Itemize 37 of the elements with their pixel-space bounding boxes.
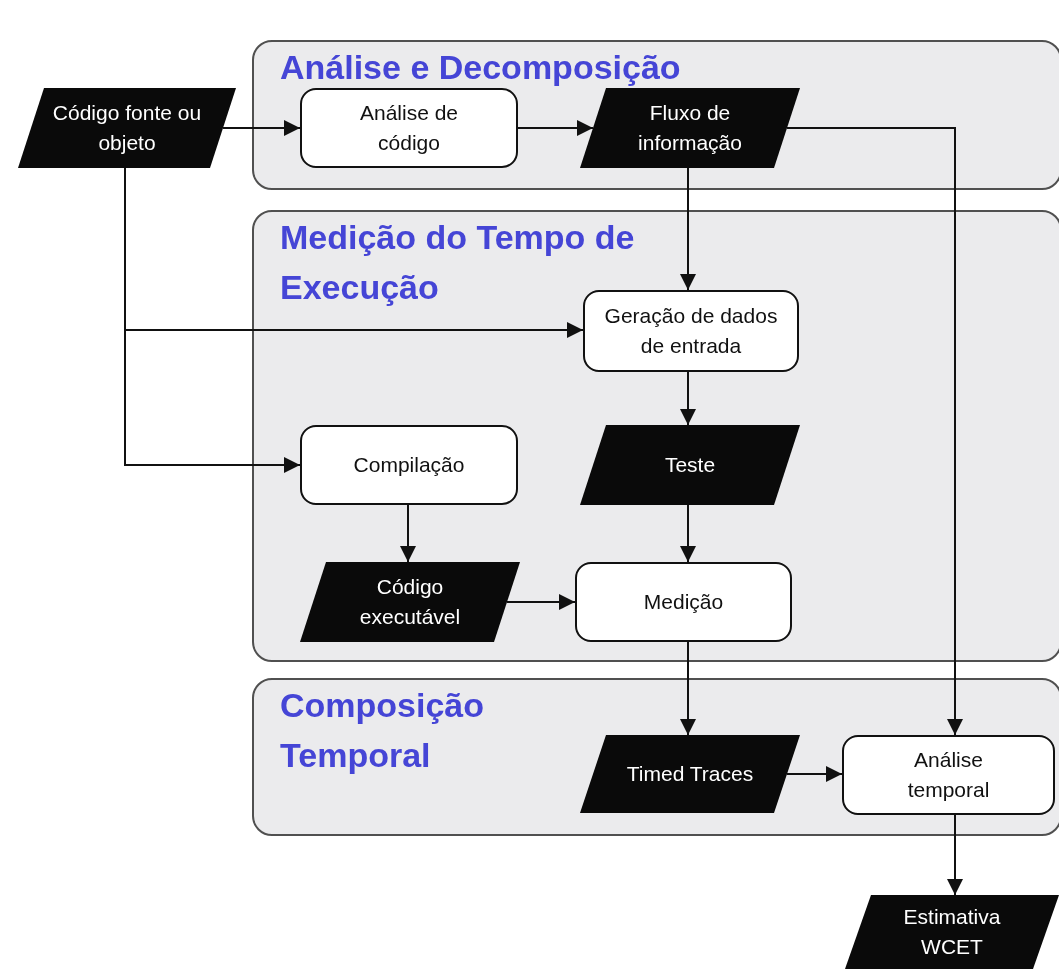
group-heading: Composição Temporal [280,685,486,776]
node-label: Compilação [352,452,466,478]
arrow [680,371,696,426]
process-box [842,735,1055,815]
node-label: Estimativa WCET [902,904,1002,960]
node-label: Fluxo de informação [637,100,743,156]
group-panel [252,210,1059,662]
data-parallelogram [580,735,800,813]
arrow [222,120,301,136]
arrow [506,594,576,610]
data-parallelogram [18,88,236,168]
node-label: Timed Traces [625,761,755,787]
arrow [400,504,416,563]
arrow [680,504,696,563]
arrow [786,766,843,782]
arrow [947,814,963,896]
node-label: Análise temporal [906,747,991,803]
process-box [583,290,799,372]
data-parallelogram [845,895,1059,969]
node-label: Medição [642,589,725,615]
process-box [575,562,792,642]
process-box [300,88,518,168]
data-parallelogram [300,562,520,642]
group-panel [252,40,1059,190]
group-panel [252,678,1059,836]
node-label: Código fonte ou objeto [51,100,203,156]
group-heading: Análise e Decomposição [280,47,682,88]
arrow [786,127,963,736]
node-label: Código executável [358,574,462,630]
data-parallelogram [580,88,800,168]
arrow [680,167,696,291]
node-label: Teste [663,452,717,478]
arrow [517,120,594,136]
node-label: Análise de código [358,100,460,156]
arrow [680,641,696,736]
process-box [300,425,518,505]
data-parallelogram [580,425,800,505]
